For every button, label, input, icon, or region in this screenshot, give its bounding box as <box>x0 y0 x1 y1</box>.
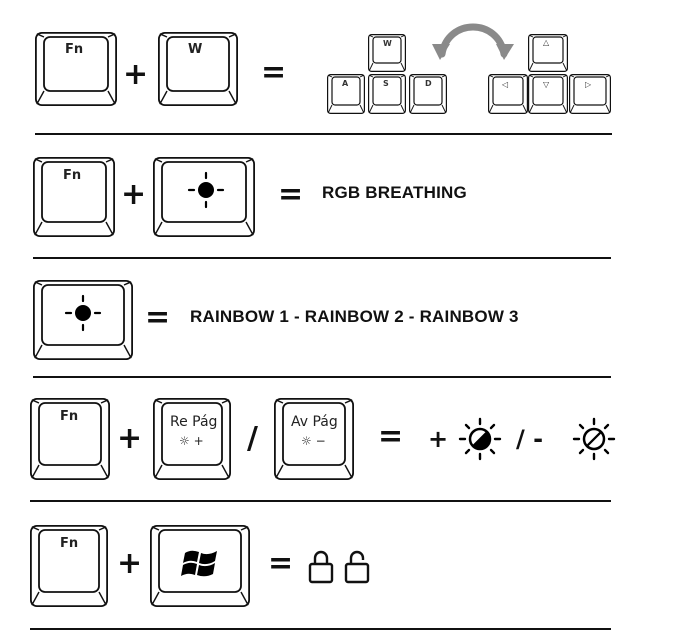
page-up-key <box>153 398 231 480</box>
mini-key-d-label: D <box>425 79 432 88</box>
page-down-key-label: Av Pág <box>291 414 338 430</box>
divider <box>30 500 611 502</box>
divider <box>33 376 611 378</box>
mini-key-down <box>528 74 568 119</box>
result-slash-sign: / - <box>516 425 544 453</box>
unlock-icon <box>344 550 370 584</box>
rgb-breathing-label: RGB BREATHING <box>322 183 467 202</box>
w-key-label: W <box>188 42 203 57</box>
mini-key-up-label: △ <box>543 38 550 47</box>
result-plus-sign: + <box>428 425 449 453</box>
mini-key-right <box>569 74 611 119</box>
fn-key-label: Fn <box>60 536 79 551</box>
mini-key-a <box>327 74 365 119</box>
w-key <box>158 32 238 106</box>
plus-sign: + <box>117 421 143 456</box>
brightness-down-icon <box>572 417 616 461</box>
mini-key-left <box>488 74 528 119</box>
mini-key-down-label: ▽ <box>543 80 550 89</box>
fn-key-label: Fn <box>60 409 79 424</box>
equals-sign: = <box>145 300 171 335</box>
divider <box>30 628 611 630</box>
plus-sign: + <box>121 177 147 212</box>
rainbow-modes-label: RAINBOW 1 - RAINBOW 2 - RAINBOW 3 <box>190 307 519 326</box>
equals-sign: = <box>378 419 404 454</box>
equals-sign: = <box>261 55 287 90</box>
page-up-key-label: Re Pág <box>170 414 218 430</box>
fn-key <box>33 157 115 237</box>
mini-key-w-label: W <box>383 39 392 48</box>
brightness-up-icon <box>458 417 502 461</box>
windows-icon <box>181 550 217 577</box>
mini-key-right-label: ▷ <box>585 80 592 89</box>
fn-key <box>35 32 117 106</box>
plus-sign: + <box>117 546 143 581</box>
slash-sign: / <box>247 421 258 456</box>
mini-key-a-label: A <box>342 79 349 88</box>
mini-key-left-label: ◁ <box>502 80 509 89</box>
equals-sign: = <box>268 546 294 581</box>
divider <box>33 257 611 259</box>
mini-key-up <box>528 34 568 77</box>
page-down-key-sublabel: ☼ − <box>301 434 326 448</box>
sun-icon <box>64 294 102 332</box>
fn-key <box>30 525 108 607</box>
divider <box>35 133 612 135</box>
mini-key-w <box>368 34 406 77</box>
equals-sign: = <box>278 177 304 212</box>
plus-sign: + <box>123 57 149 92</box>
mini-key-s-label: S <box>383 79 389 88</box>
mini-key-s <box>368 74 406 119</box>
fn-key-label: Fn <box>65 42 84 57</box>
sun-icon <box>187 171 225 209</box>
page-down-key <box>274 398 354 480</box>
fn-key-label: Fn <box>63 168 82 183</box>
fn-key <box>30 398 110 480</box>
lock-icon <box>308 550 334 584</box>
page-up-key-sublabel: ☼ + <box>179 434 204 448</box>
swap-arrow-icon <box>432 23 514 60</box>
mini-key-d <box>409 74 447 119</box>
